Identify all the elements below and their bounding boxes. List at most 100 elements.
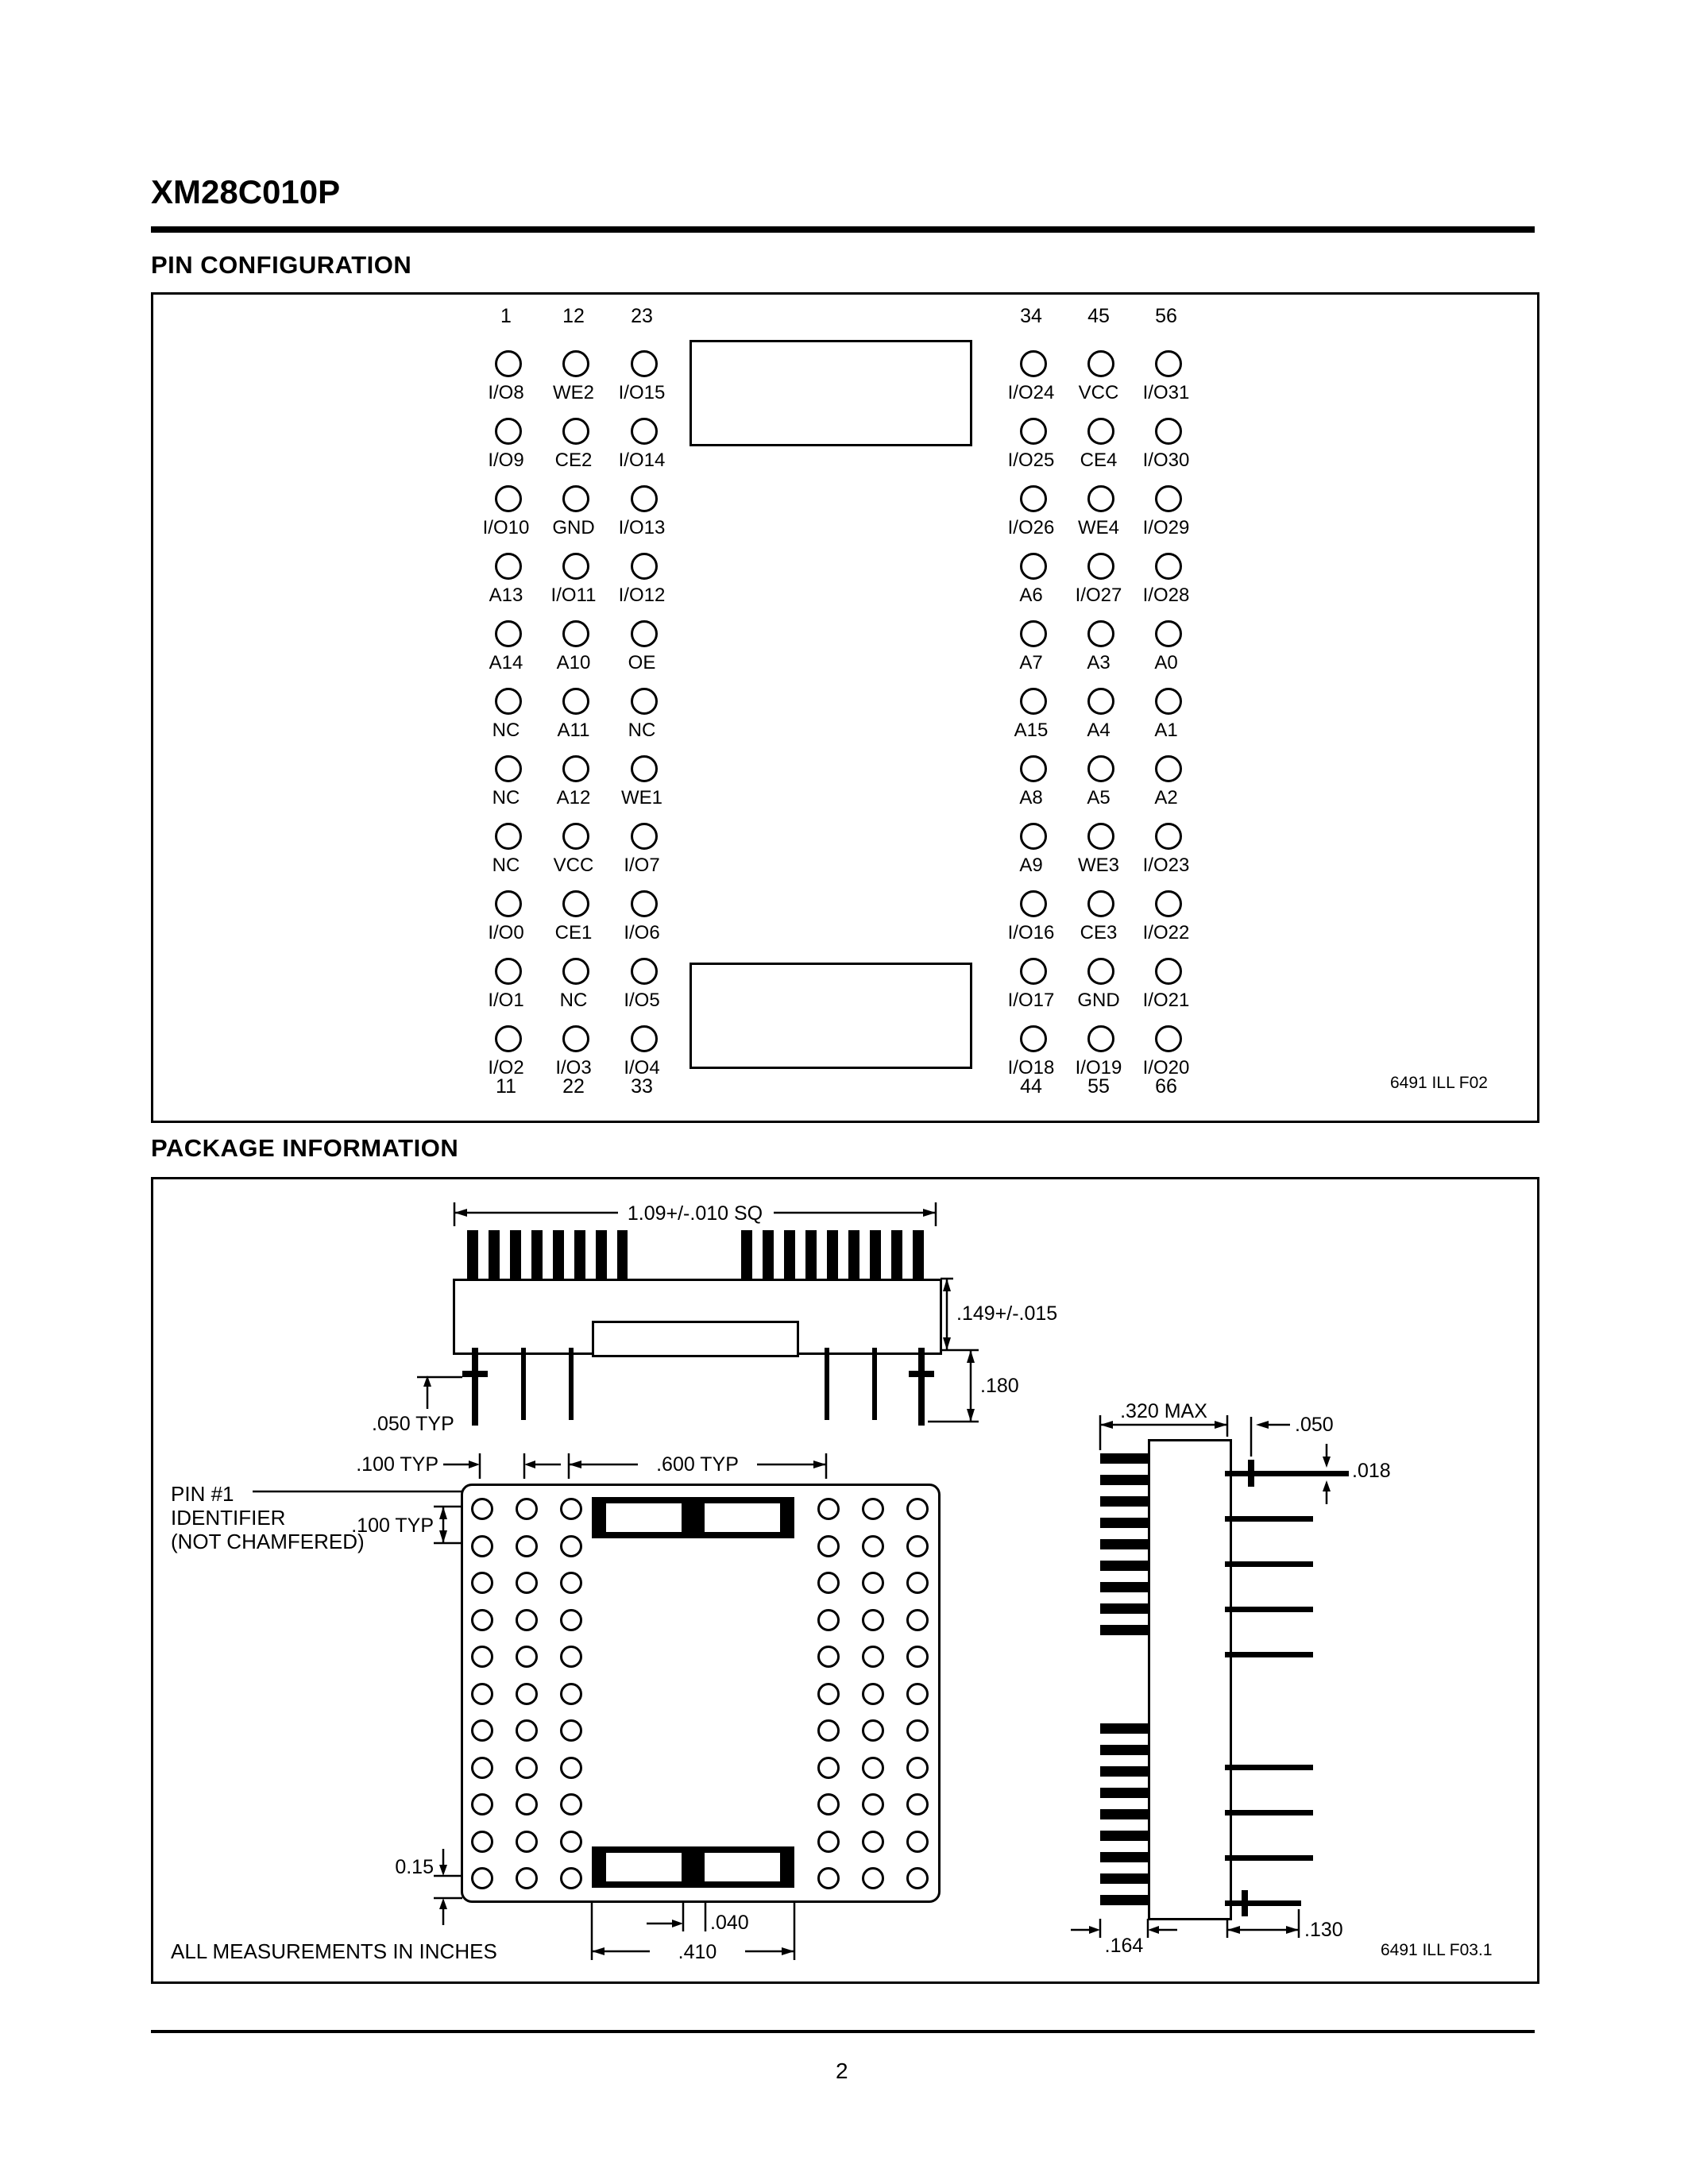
bottom-view-pin-hole <box>471 1793 493 1815</box>
bottom-view-pin-hole <box>516 1535 538 1557</box>
pin-circle <box>631 958 658 985</box>
dim-pin-pitch-vertical: .100 TYP <box>351 1515 434 1537</box>
pin-circle <box>1087 755 1114 782</box>
pin-label: I/O27 <box>1075 585 1122 606</box>
pin-circle <box>1020 418 1047 445</box>
figure-reference: 6491 ILL F02 <box>1390 1074 1488 1092</box>
pin-circle <box>1155 485 1182 512</box>
bottom-view-pin-hole <box>471 1572 493 1594</box>
pin-circle <box>1155 823 1182 850</box>
front-view-lead <box>872 1348 877 1420</box>
pin-label: I/O23 <box>1142 855 1190 876</box>
pin-circle <box>1155 755 1182 782</box>
bottom-view-pin-hole <box>471 1646 493 1668</box>
pin-number-top: 45 <box>1087 305 1110 327</box>
pin-number-bottom: 44 <box>1020 1075 1042 1098</box>
pin-label: I/O29 <box>1142 517 1190 538</box>
pin-circle <box>562 553 589 580</box>
bottom-view-pin-hole <box>516 1867 538 1889</box>
bottom-view-pin-hole <box>817 1572 840 1594</box>
pin-number-bottom: 66 <box>1155 1075 1177 1098</box>
pin-label: I/O2 <box>488 1057 524 1078</box>
pin-number-bottom: 11 <box>496 1075 516 1098</box>
pin-circle <box>1087 350 1114 377</box>
bottom-view-key-window <box>705 1853 780 1881</box>
pin-label: CE2 <box>554 450 593 471</box>
front-view-standoff <box>462 1371 488 1377</box>
side-view-contact-strip-bottom <box>1100 1723 1148 1914</box>
side-view-lead <box>1225 1810 1313 1815</box>
bottom-view-pin-hole <box>471 1683 493 1705</box>
pin-label: A6 <box>1019 585 1043 606</box>
bottom-view-pin-hole <box>817 1793 840 1815</box>
pin-label: VCC <box>1078 382 1119 403</box>
pin-circle <box>1020 350 1047 377</box>
pin-label: A8 <box>1019 787 1043 808</box>
pin-circle <box>562 958 589 985</box>
pin-label: A10 <box>556 652 591 673</box>
pin-circle <box>562 755 589 782</box>
pin-circle <box>562 688 589 715</box>
pin-label: I/O24 <box>1007 382 1055 403</box>
bottom-view-pin-hole <box>471 1757 493 1779</box>
pin-circle <box>1155 1025 1182 1052</box>
pin-label: GND <box>552 517 595 538</box>
bottom-view-pin-hole <box>471 1609 493 1631</box>
side-view-lead <box>1225 1516 1313 1522</box>
bottom-view-pin-hole <box>817 1646 840 1668</box>
pin-circle <box>631 485 658 512</box>
pin-label: A2 <box>1154 787 1178 808</box>
pin-label: A5 <box>1087 787 1111 808</box>
pin-circle <box>495 418 522 445</box>
pin-circle <box>1020 688 1047 715</box>
bottom-view-pin-hole <box>471 1535 493 1557</box>
pin-circle <box>1155 958 1182 985</box>
side-view-lead <box>1225 1561 1313 1567</box>
bottom-view-pin-hole <box>817 1535 840 1557</box>
title-rule <box>151 226 1535 233</box>
side-view-standoff <box>1248 1460 1254 1487</box>
bottom-view-pin-hole <box>516 1793 538 1815</box>
pin-label: VCC <box>553 855 594 876</box>
footer-rule <box>151 2030 1535 2033</box>
bottom-view-pin-hole <box>906 1535 929 1557</box>
pin-label: I/O1 <box>488 990 524 1011</box>
pin-circle <box>562 350 589 377</box>
bottom-view-pin-hole <box>560 1719 582 1742</box>
pin-circle <box>631 553 658 580</box>
bottom-view-pin-hole <box>862 1646 884 1668</box>
bottom-view-pin-hole <box>906 1719 929 1742</box>
dim-lead-thickness: .018 <box>1352 1460 1391 1482</box>
front-view-pin-strip-right <box>741 1230 933 1279</box>
pin-label: A7 <box>1019 652 1043 673</box>
bottom-view-pin-hole <box>817 1867 840 1889</box>
pin-circle <box>1020 958 1047 985</box>
pin-label: I/O31 <box>1142 382 1190 403</box>
pin-number-top: 12 <box>562 305 585 327</box>
pin-circle <box>1020 485 1047 512</box>
pin-label: I/O9 <box>488 450 524 471</box>
bottom-view-pin-hole <box>862 1572 884 1594</box>
pin-label: CE1 <box>554 922 593 943</box>
pin-circle <box>631 890 658 917</box>
pin-label: I/O3 <box>555 1057 592 1078</box>
pin-circle <box>631 755 658 782</box>
dimension-lines <box>253 1202 1331 1960</box>
bottom-view-pin-hole <box>862 1757 884 1779</box>
bottom-view-pin-hole <box>471 1498 493 1520</box>
page-title: XM28C010P <box>151 173 341 210</box>
pin1-identifier-label: IDENTIFIER <box>171 1506 286 1530</box>
front-view-pin-strip-left <box>467 1230 628 1279</box>
pin-circle <box>1087 958 1114 985</box>
pin-circle <box>1087 485 1114 512</box>
bottom-view-pin-hole <box>560 1498 582 1520</box>
bottom-view-outline <box>461 1484 941 1903</box>
pin-circle <box>495 958 522 985</box>
bottom-view-pin-hole <box>862 1719 884 1742</box>
bottom-view-key-window <box>606 1503 682 1532</box>
pin-circle <box>1020 1025 1047 1052</box>
pin-circle <box>1087 620 1114 647</box>
pin-label: A13 <box>489 585 523 606</box>
pin-circle <box>631 350 658 377</box>
side-view-lead <box>1225 1765 1313 1770</box>
